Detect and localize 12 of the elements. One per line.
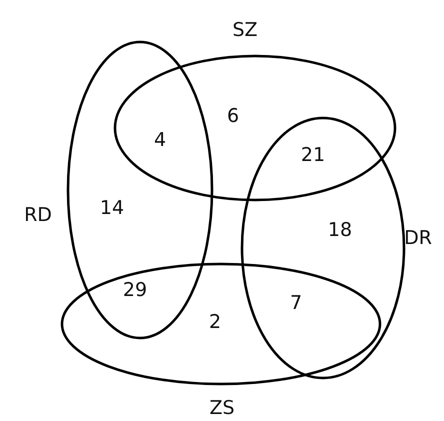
region-count: 7 — [290, 292, 302, 314]
set-label: DR — [404, 227, 432, 249]
set-label: ZS — [209, 397, 235, 419]
region-count: 29 — [122, 279, 148, 301]
set-label: RD — [24, 204, 52, 226]
region-count: 2 — [208, 311, 222, 333]
region-count: 18 — [328, 219, 352, 241]
region-count: 4 — [154, 129, 166, 151]
region-count: 21 — [300, 144, 326, 166]
region-count: 6 — [226, 105, 240, 127]
set-label: SZ — [232, 19, 258, 41]
region-count: 14 — [100, 197, 124, 219]
